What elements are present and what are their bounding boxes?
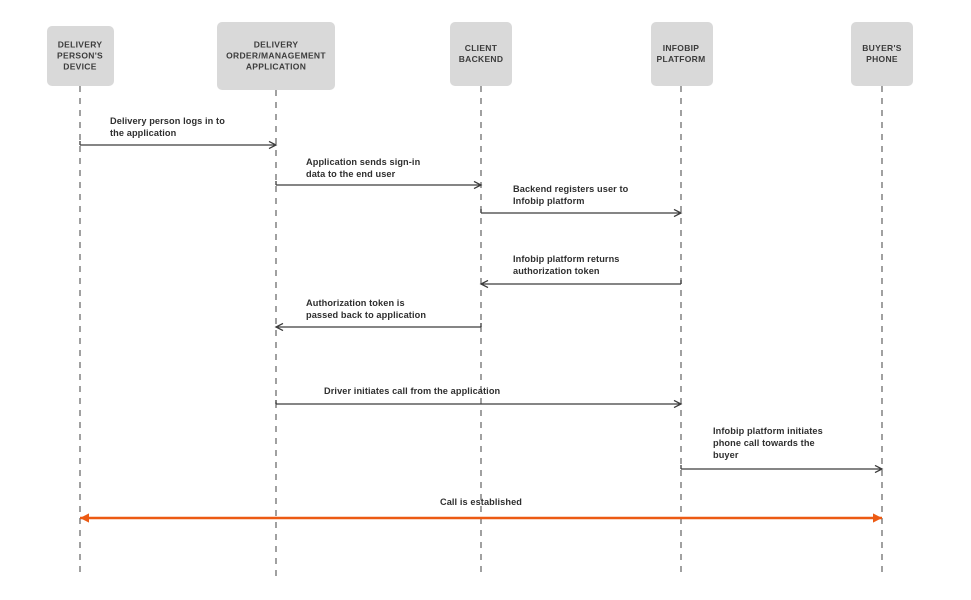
message-arrowhead — [673, 399, 683, 409]
message-label-line: Driver initiates call from the applicati… — [324, 386, 501, 396]
actor-label-line: CLIENT — [465, 43, 498, 53]
lifelines-layer — [79, 86, 883, 578]
actor-label-line: PERSON'S — [57, 50, 103, 60]
message-label-line: passed back to application — [306, 310, 426, 320]
actor-box-buyers-phone — [851, 22, 913, 86]
message-msg-login: Delivery person logs in to the applicatio… — [79, 116, 278, 150]
call-established-message: Call is established — [80, 497, 882, 523]
message-arrowhead — [874, 464, 884, 474]
actor-label-line: DEVICE — [63, 61, 96, 71]
actor-label-line: DELIVERY — [58, 39, 103, 49]
message-label-line: Backend registers user to — [513, 184, 629, 194]
messages-layer: Delivery person logs in to the applicatio… — [79, 116, 884, 474]
actors-layer: DELIVERYPERSON'SDEVICEDELIVERYORDER/MANA… — [47, 22, 913, 90]
message-msg-infobip-initiates-call: Infobip platform initiates phone call tow… — [680, 426, 884, 474]
message-label-line: phone call towards the — [713, 438, 815, 448]
call-established-label: Call is established — [440, 497, 522, 507]
message-label-line: authorization token — [513, 266, 600, 276]
actor-box-delivery-order-management-application — [217, 22, 335, 90]
actor-label-line: ORDER/MANAGEMENT — [226, 50, 326, 60]
message-label-line: Delivery person logs in to — [110, 116, 225, 126]
message-label-line: Infobip platform returns — [513, 254, 620, 264]
message-msg-register-user: Backend registers user to Infobip platfor… — [480, 184, 683, 218]
message-label-line: the application — [110, 128, 177, 138]
message-msg-auth-token-passed-back: Authorization token is passed back to app… — [274, 298, 482, 332]
message-label-line: Application sends sign-in — [306, 157, 421, 167]
message-msg-driver-initiates-call: Driver initiates call from the applicati… — [275, 386, 683, 409]
actor-label-line: PLATFORM — [657, 54, 706, 64]
actor-label-line: BUYER'S — [862, 43, 902, 53]
message-arrowhead — [268, 140, 278, 150]
actor-label-line: BACKEND — [459, 54, 504, 64]
call-established-arrowhead-right — [873, 513, 882, 523]
call-established-arrowhead-left — [80, 513, 89, 523]
actor-label-line: PHONE — [866, 54, 898, 64]
message-label-line: data to the end user — [306, 169, 396, 179]
actor-label-line: APPLICATION — [246, 61, 306, 71]
actor-box-client-backend — [450, 22, 512, 86]
message-msg-signin-data: Application sends sign-in data to the end… — [275, 157, 483, 190]
message-arrowhead — [473, 180, 483, 190]
actor-label-line: DELIVERY — [254, 39, 299, 49]
message-arrowhead — [479, 279, 489, 289]
message-arrowhead — [274, 322, 284, 332]
message-msg-auth-token-returned: Infobip platform returns authorization to… — [479, 254, 682, 289]
message-arrowhead — [673, 208, 683, 218]
message-label-line: Infobip platform — [513, 196, 585, 206]
actor-box-delivery-persons-device — [47, 26, 114, 86]
message-label-line: buyer — [713, 450, 739, 460]
message-label-line: Infobip platform initiates — [713, 426, 823, 436]
actor-box-infobip-platform — [651, 22, 713, 86]
call-established-layer: Call is established — [80, 497, 882, 523]
message-label-line: Authorization token is — [306, 298, 405, 308]
actor-label-line: INFOBIP — [663, 43, 700, 53]
